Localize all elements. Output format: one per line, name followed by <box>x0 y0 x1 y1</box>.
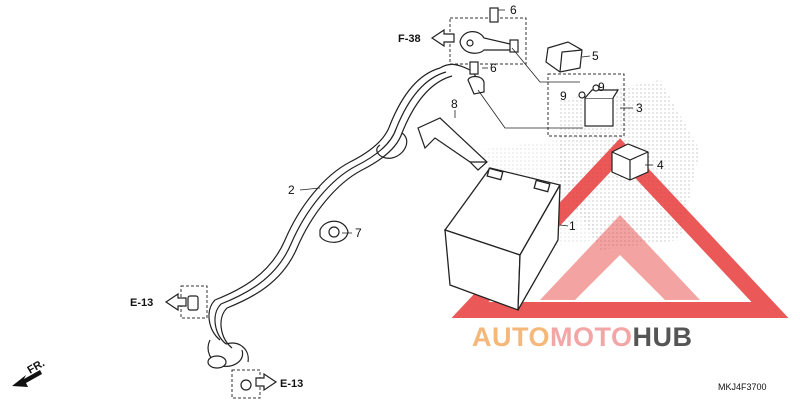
starter-relay-box <box>547 73 625 137</box>
wire-harness <box>207 63 477 367</box>
part-label-7: 7 <box>355 226 362 240</box>
part-label-5: 5 <box>592 49 599 63</box>
f38-arrow <box>430 28 455 48</box>
clamp <box>319 220 349 243</box>
part-label-6-top: 6 <box>510 3 517 17</box>
e13-bottom-arrow <box>255 372 278 392</box>
part-label-1: 1 <box>569 219 576 233</box>
battery-band <box>417 117 488 171</box>
part-label-3: 3 <box>636 101 643 115</box>
ref-e13-bottom: E-13 <box>280 378 303 390</box>
watermark-text: AUTOMOTOHUB <box>472 322 693 352</box>
e13-left-arrow <box>164 292 187 312</box>
ground-bolt <box>187 295 252 391</box>
starter-relay <box>578 84 620 127</box>
terminal-cover <box>545 41 583 73</box>
ref-f38: F-38 <box>398 33 421 45</box>
bolt-6 <box>467 61 485 95</box>
part-label-2: 2 <box>288 183 295 197</box>
diagram-code: MKJ4F3700 <box>718 382 767 392</box>
ref-e13-left: E-13 <box>130 297 153 309</box>
battery <box>443 167 561 311</box>
part-label-9-right: 9 <box>598 80 605 94</box>
part-label-6-mid: 6 <box>490 61 497 75</box>
part-labels: 1 2 3 4 5 6 6 7 8 9 9 <box>288 3 664 240</box>
relay-rubber <box>611 143 649 181</box>
front-label: FR. <box>26 357 47 376</box>
front-arrow <box>12 370 42 387</box>
watermark-part3: HUB <box>633 322 693 352</box>
part-label-9-left: 9 <box>560 89 567 103</box>
leader-lines <box>299 9 653 234</box>
watermark-part1: AUTO <box>472 322 550 352</box>
part-label-8: 8 <box>451 97 458 111</box>
watermark-part2: MOTO <box>550 322 633 352</box>
cable-terminal <box>459 7 519 54</box>
part-label-4: 4 <box>657 158 664 172</box>
